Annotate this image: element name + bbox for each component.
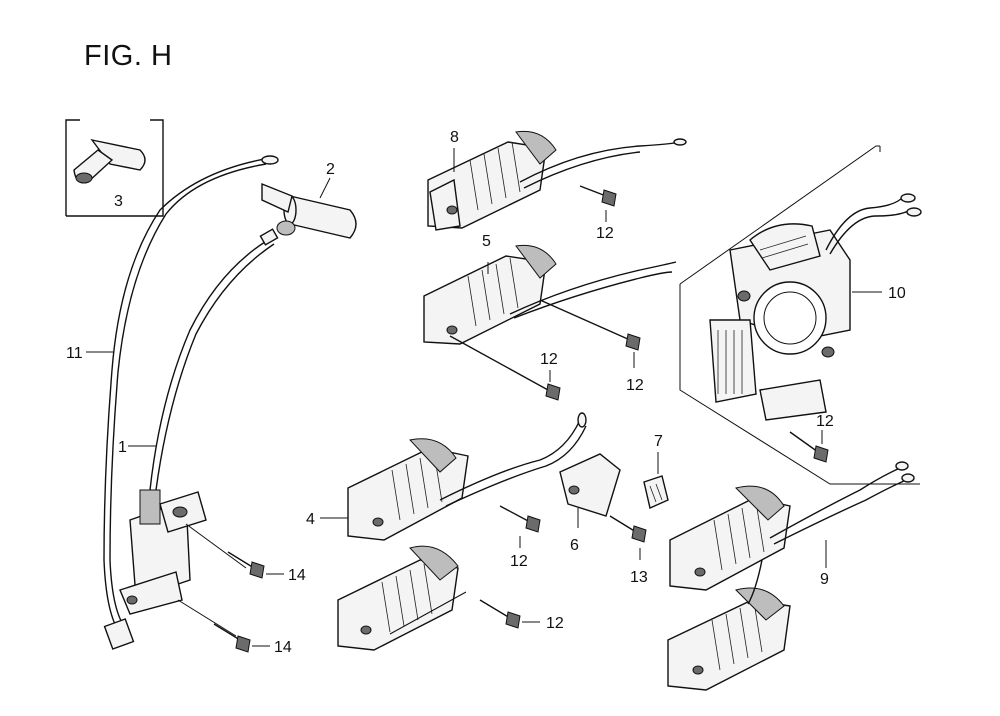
part-5-charge-coil [423, 244, 677, 401]
part-8-charge-coil [427, 130, 687, 231]
callout-2: 2 [326, 161, 335, 178]
callout-11: 11 [66, 345, 83, 362]
callout-12-c: 12 [626, 377, 644, 394]
callout-3: 3 [114, 193, 123, 210]
callout-12-d: 12 [816, 413, 834, 430]
part-11-ground-wire [86, 155, 279, 650]
callout-6: 6 [570, 537, 579, 554]
part-1-ignition-coil [119, 228, 279, 637]
part-9-exciter-coil-upper [669, 461, 915, 591]
part-4-exciter-coil-upper [320, 412, 587, 548]
callout-1: 1 [118, 439, 127, 456]
callout-5: 5 [482, 233, 491, 250]
callout-14-lower: 14 [274, 639, 292, 656]
callout-8: 8 [450, 129, 459, 146]
callout-10: 10 [888, 285, 906, 302]
part-7-clip [643, 452, 669, 509]
callout-13: 13 [630, 569, 648, 586]
bolt-14-lower [213, 623, 270, 653]
callout-12-f: 12 [546, 615, 564, 632]
part-9-exciter-coil-lower [667, 559, 791, 691]
part-10-stator-box [679, 145, 922, 485]
part-6-bracket [559, 453, 647, 560]
bolt-14-upper [227, 551, 284, 579]
callout-9: 9 [820, 571, 829, 588]
callout-7: 7 [654, 433, 663, 450]
callout-12-e: 12 [510, 553, 528, 570]
callout-labels: 3 2 11 1 14 14 8 12 5 12 12 10 12 7 4 12… [66, 129, 906, 656]
part-4-exciter-coil-lower [337, 545, 540, 651]
part-2-spark-plug-cap [261, 177, 357, 239]
callout-12-a: 12 [596, 225, 614, 242]
callout-12-b: 12 [540, 351, 558, 368]
figure-title: FIG. H [84, 40, 173, 72]
callout-14-upper: 14 [288, 567, 306, 584]
callout-4: 4 [306, 511, 315, 528]
part-3-plug-cap-inset [65, 119, 164, 217]
